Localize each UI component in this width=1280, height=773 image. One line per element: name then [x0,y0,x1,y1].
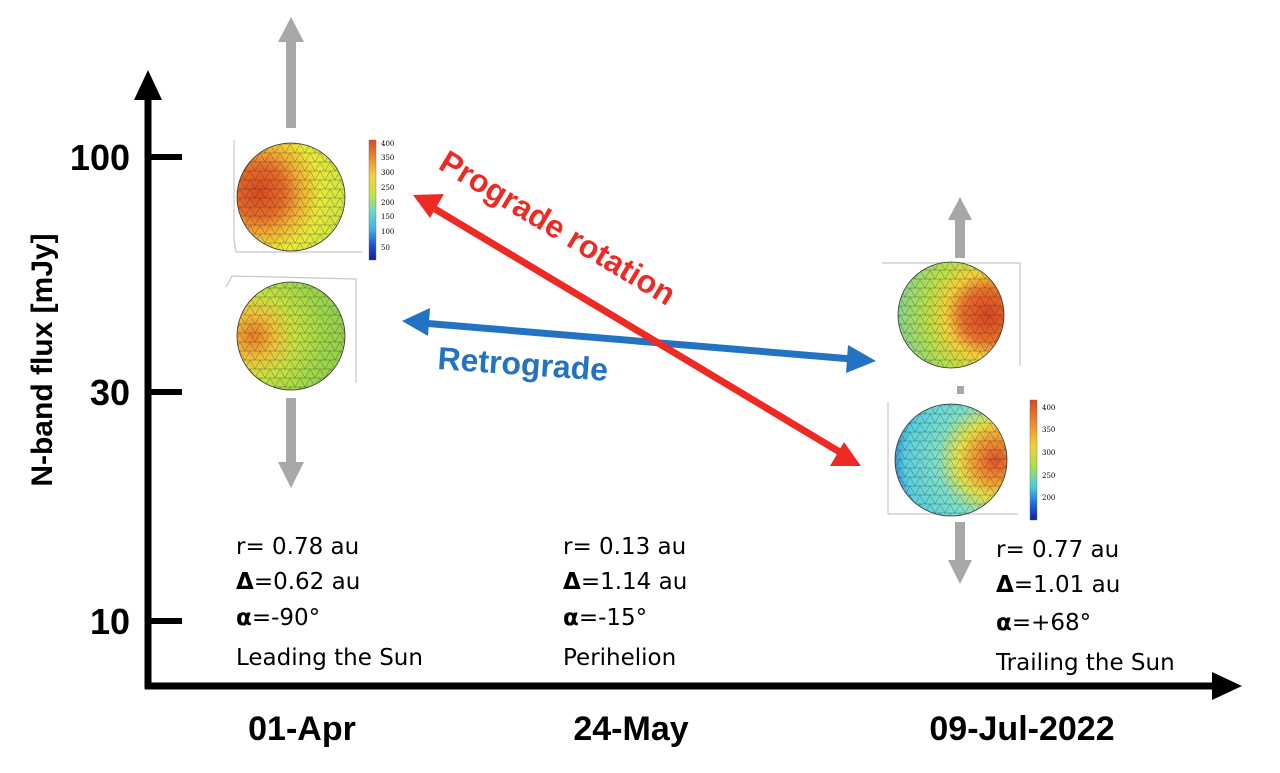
globe-frames [225,140,1021,515]
epoch-info-jul: r= 0.77 au Δ=1.01 au α=+68° Trailing the… [995,537,1175,676]
alpha-value: =-15° [579,605,647,631]
alpha-symbol: α [563,605,579,631]
colorbar-right-label: 250 [1042,472,1055,480]
gray-arrow-up-left [278,17,304,128]
gray-connector [957,386,964,394]
epoch-r: r= 0.77 au [996,537,1119,563]
globe-apr-retrograde [236,281,346,391]
delta-symbol: Δ [563,569,581,595]
epoch-r: r= 0.78 au [236,534,359,560]
colorbar-left: 400 350 300 250 200 150 100 50 [368,139,394,261]
colorbar-right: 400 350 300 250 200 [1029,399,1055,521]
epoch-alpha: α=-15° [563,605,647,631]
globe-jul-prograde [894,403,1008,517]
colorbar-left-label: 400 [381,140,394,148]
x-axis [145,672,1242,700]
prograde-arrow [413,194,861,466]
epoch-alpha: α=-90° [236,605,320,631]
colorbar-left-label: 50 [381,244,390,252]
y-tick-label-100: 100 [70,137,130,178]
colorbar-right-label: 300 [1042,449,1055,457]
gray-arrow-down-left [278,398,304,488]
colorbar-right-label: 350 [1042,426,1055,434]
delta-value: =1.01 au [1014,572,1120,598]
epoch-info-may: r= 0.13 au Δ=1.14 au α=-15° Perihelion [563,534,687,671]
colorbar-left-label: 250 [381,184,394,192]
alpha-symbol: α [236,605,252,631]
gray-arrow-down-right [948,522,972,584]
delta-symbol: Δ [236,569,254,595]
alpha-value: =+68° [1012,610,1091,636]
epoch-note: Perihelion [563,645,676,671]
epoch-delta: Δ=1.14 au [563,569,687,595]
globe-apr-prograde [236,142,346,252]
x-tick-label-jul: 09-Jul-2022 [929,710,1114,748]
y-tick-label-30: 30 [90,372,130,413]
colorbar-left-label: 200 [381,199,394,207]
delta-symbol: Δ [996,572,1014,598]
epoch-delta: Δ=0.62 au [236,569,360,595]
colorbar-left-label: 300 [381,169,394,177]
y-tick-label-10: 10 [90,601,130,642]
colorbar-right-label: 400 [1042,404,1055,412]
retrograde-arrow [402,308,876,373]
alpha-value: =-90° [252,605,320,631]
globe-jul-retrograde [897,261,1005,369]
epoch-alpha: α=+68° [996,610,1091,636]
epoch-note: Leading the Sun [236,645,423,671]
x-tick-label-may: 24-May [573,710,688,748]
epoch-r: r= 0.13 au [563,534,686,560]
y-axis-title: N-band flux [mJy] [26,233,59,486]
epoch-note: Trailing the Sun [995,650,1175,676]
colorbar-left-label: 100 [381,228,394,236]
epoch-delta: Δ=1.01 au [996,572,1120,598]
retrograde-label: Retrograde [437,340,610,388]
delta-value: =0.62 au [254,569,360,595]
alpha-symbol: α [996,610,1012,636]
x-tick-label-apr: 01-Apr [248,710,356,748]
y-axis [134,70,162,689]
delta-value: =1.14 au [581,569,687,595]
y-ticks [148,154,182,624]
colorbar-right-label: 200 [1042,494,1055,502]
colorbar-left-label: 150 [381,213,394,221]
epoch-info-apr: r= 0.78 au Δ=0.62 au α=-90° Leading the … [236,534,423,671]
colorbar-left-label: 350 [381,154,394,162]
gray-arrow-up-right [948,197,972,258]
